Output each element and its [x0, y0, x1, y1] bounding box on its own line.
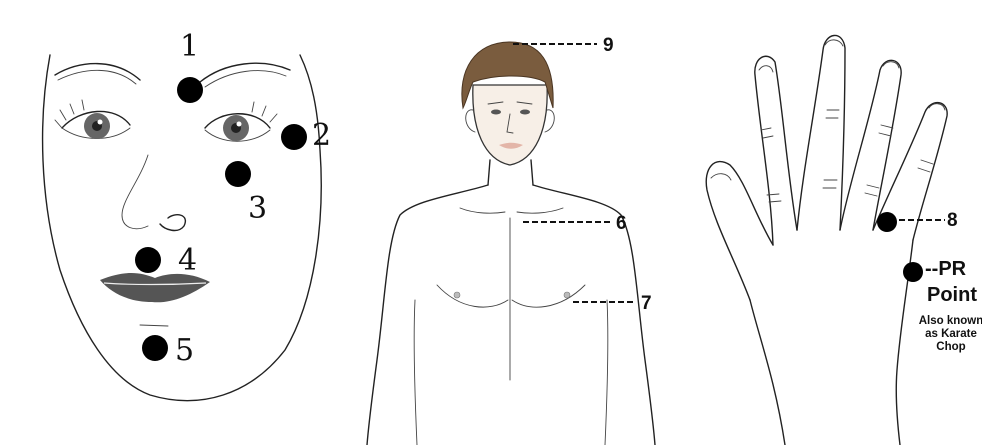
point-8-marker: [877, 212, 897, 232]
point-3-marker: [225, 161, 251, 187]
point-1-label: 1: [180, 29, 199, 64]
point-4-marker: [135, 247, 161, 273]
point-2-label: 2: [312, 118, 331, 153]
point-1-marker: [177, 77, 203, 103]
point-5-label: 5: [175, 333, 194, 368]
point-9-label: 9: [603, 35, 614, 56]
hand-panel: 8 --PR Point Also known as Karate Chop: [675, 0, 982, 445]
face-panel: 1 2 3 4 5: [0, 0, 345, 445]
index-finger: [755, 56, 797, 245]
pr-point-note-line-2: as Karate: [925, 328, 977, 340]
pr-point-marker: [903, 262, 923, 282]
right-eye: [205, 102, 277, 141]
head: [473, 85, 547, 165]
point-6-label: 6: [616, 213, 627, 234]
hand-illustration: 8 --PR Point Also known as Karate Chop: [675, 0, 982, 445]
body-illustration: 9 6 7: [345, 0, 675, 445]
ring-finger: [840, 60, 901, 230]
point-4-label: 4: [178, 243, 197, 278]
pr-point-prefix: --PR: [925, 258, 967, 280]
middle-finger: [797, 35, 845, 230]
point-5-marker: [142, 335, 168, 361]
pr-point-title: Point: [927, 284, 977, 306]
point-3-label: 3: [248, 191, 267, 226]
left-eye: [55, 100, 130, 139]
nose: [122, 155, 185, 230]
point-7-label: 7: [641, 293, 652, 314]
pr-point-note-line-1: Also known: [919, 315, 982, 327]
torso-outline: [367, 185, 488, 445]
thumb: [706, 162, 773, 300]
point-8-label: 8: [947, 210, 958, 231]
pr-point-note-line-3: Chop: [936, 341, 965, 353]
body-panel: 9 6 7: [345, 0, 675, 445]
point-2-marker: [281, 124, 307, 150]
face-illustration: 1 2 3 4 5: [0, 0, 345, 445]
